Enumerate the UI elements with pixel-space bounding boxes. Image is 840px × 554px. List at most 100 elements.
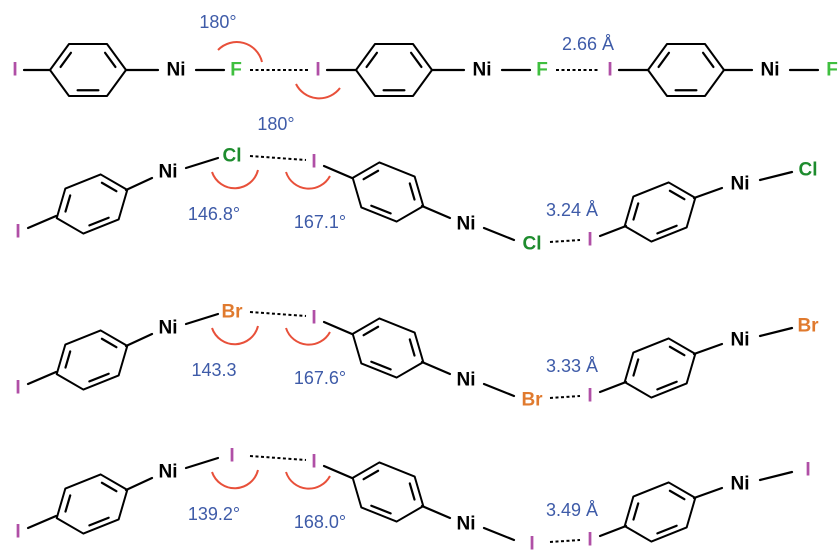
ring-double-bond <box>370 204 392 215</box>
ni-x-bond <box>758 326 794 338</box>
angle-label-left: 139.2° <box>188 504 240 524</box>
halogen-bond-dashed <box>549 539 581 543</box>
nickel-atom: Ni <box>159 318 178 339</box>
iodine-atom: I <box>311 308 316 329</box>
ni-x-bond <box>482 226 516 242</box>
angle-arc-right <box>285 327 331 346</box>
ring-double-bond <box>668 189 686 201</box>
iodine-atom: I <box>311 452 316 473</box>
iodine-atom: I <box>311 152 316 173</box>
ni-x-bond <box>184 456 220 470</box>
ring-double-bond <box>64 494 72 513</box>
ring-double-bond <box>408 338 416 357</box>
ring-double-bond <box>701 51 715 69</box>
ni-x-bond <box>758 170 794 182</box>
iodine-atom: I <box>15 222 20 243</box>
angle-label-left: 143.3 <box>191 360 236 380</box>
angle-label-left: 146.8° <box>188 204 240 224</box>
c-i-bond <box>26 214 58 230</box>
ring-double-bond <box>656 380 678 391</box>
benzene-ring <box>355 43 433 97</box>
ring-double-bond <box>362 169 380 181</box>
ring-double-bond <box>100 337 118 349</box>
nickel-atom: Ni <box>473 60 492 81</box>
iodine-atom: I <box>15 522 20 543</box>
iodine-atom: I <box>15 378 20 399</box>
c-i-bond <box>598 380 628 394</box>
benzene-ring <box>49 43 127 97</box>
benzene-ring <box>55 173 129 235</box>
halogen-bond-dashed <box>549 395 581 399</box>
benzene-ring <box>55 473 129 535</box>
benzene-ring <box>623 181 697 243</box>
nickel-atom: Ni <box>457 514 476 535</box>
ring-double-bond <box>365 51 379 69</box>
c-ni-bond <box>124 332 154 348</box>
ring-double-bond <box>103 51 117 69</box>
nickel-atom: Ni <box>731 174 750 195</box>
ring-double-bond <box>668 489 686 501</box>
c-ni-bond <box>692 186 724 200</box>
halogen-bond-dashed <box>249 311 307 317</box>
benzene-ring <box>351 461 425 523</box>
ring-double-bond <box>656 224 678 235</box>
c-i-bond <box>598 224 628 238</box>
ring-double-bond <box>656 524 678 535</box>
benzene-ring <box>647 43 725 97</box>
angle-label-lower: 180° <box>257 114 294 134</box>
c-i-bond <box>26 514 58 530</box>
ring-double-bond <box>64 350 72 369</box>
angle-label-right: 167.6° <box>294 368 346 388</box>
ring-double-bond <box>668 345 686 357</box>
ring-double-bond <box>632 358 640 377</box>
c-ni-bond <box>692 486 724 500</box>
ring-double-bond <box>632 502 640 521</box>
ni-x-bond <box>482 526 516 542</box>
c-ni-bond <box>420 360 452 376</box>
distance-label: 3.33 Å <box>546 356 598 376</box>
c-i-bond <box>322 464 354 480</box>
chlorine-atom: Cl <box>799 160 818 181</box>
c-i-bond <box>322 320 354 336</box>
ring-double-bond <box>370 360 392 371</box>
distance-label: 3.24 Å <box>546 200 598 220</box>
ni-x-bond <box>482 382 516 398</box>
iodine-atom: I <box>12 60 17 81</box>
ring-double-bond <box>409 51 423 69</box>
nickel-atom: Ni <box>761 60 780 81</box>
c-ni-bond <box>420 504 452 520</box>
bromine-atom: Br <box>521 390 543 411</box>
fluorine-atom: F <box>230 60 242 81</box>
halogen-bond-dashed <box>549 239 581 243</box>
ring-double-bond <box>408 482 416 501</box>
iodine-atom: I <box>805 460 810 481</box>
ring-double-bond <box>59 51 73 69</box>
chlorine-atom: Cl <box>223 146 242 167</box>
iodine-atom: I <box>587 230 592 251</box>
halogen-bond-dashed <box>249 155 307 161</box>
angle-arc-right <box>285 171 331 190</box>
ring-double-bond <box>64 194 72 213</box>
iodine-atom: I <box>529 534 534 554</box>
ni-x-bond <box>184 156 220 170</box>
ring-double-bond <box>362 469 380 481</box>
c-ni-bond <box>124 476 154 492</box>
ni-x-bond <box>184 312 220 326</box>
ring-double-bond <box>100 481 118 493</box>
iodine-atom: I <box>587 386 592 407</box>
nickel-atom: Ni <box>731 474 750 495</box>
c-i-bond <box>598 524 628 538</box>
nickel-atom: Ni <box>731 330 750 351</box>
bromine-atom: Br <box>221 302 243 323</box>
benzene-ring <box>351 161 425 223</box>
c-ni-bond <box>692 342 724 356</box>
benzene-ring <box>55 329 129 391</box>
angle-arc-left <box>211 469 259 490</box>
ring-double-bond <box>370 504 392 515</box>
ring-double-bond <box>100 181 118 193</box>
angle-arc-upper <box>217 41 263 63</box>
angle-label-right: 168.0° <box>294 512 346 532</box>
